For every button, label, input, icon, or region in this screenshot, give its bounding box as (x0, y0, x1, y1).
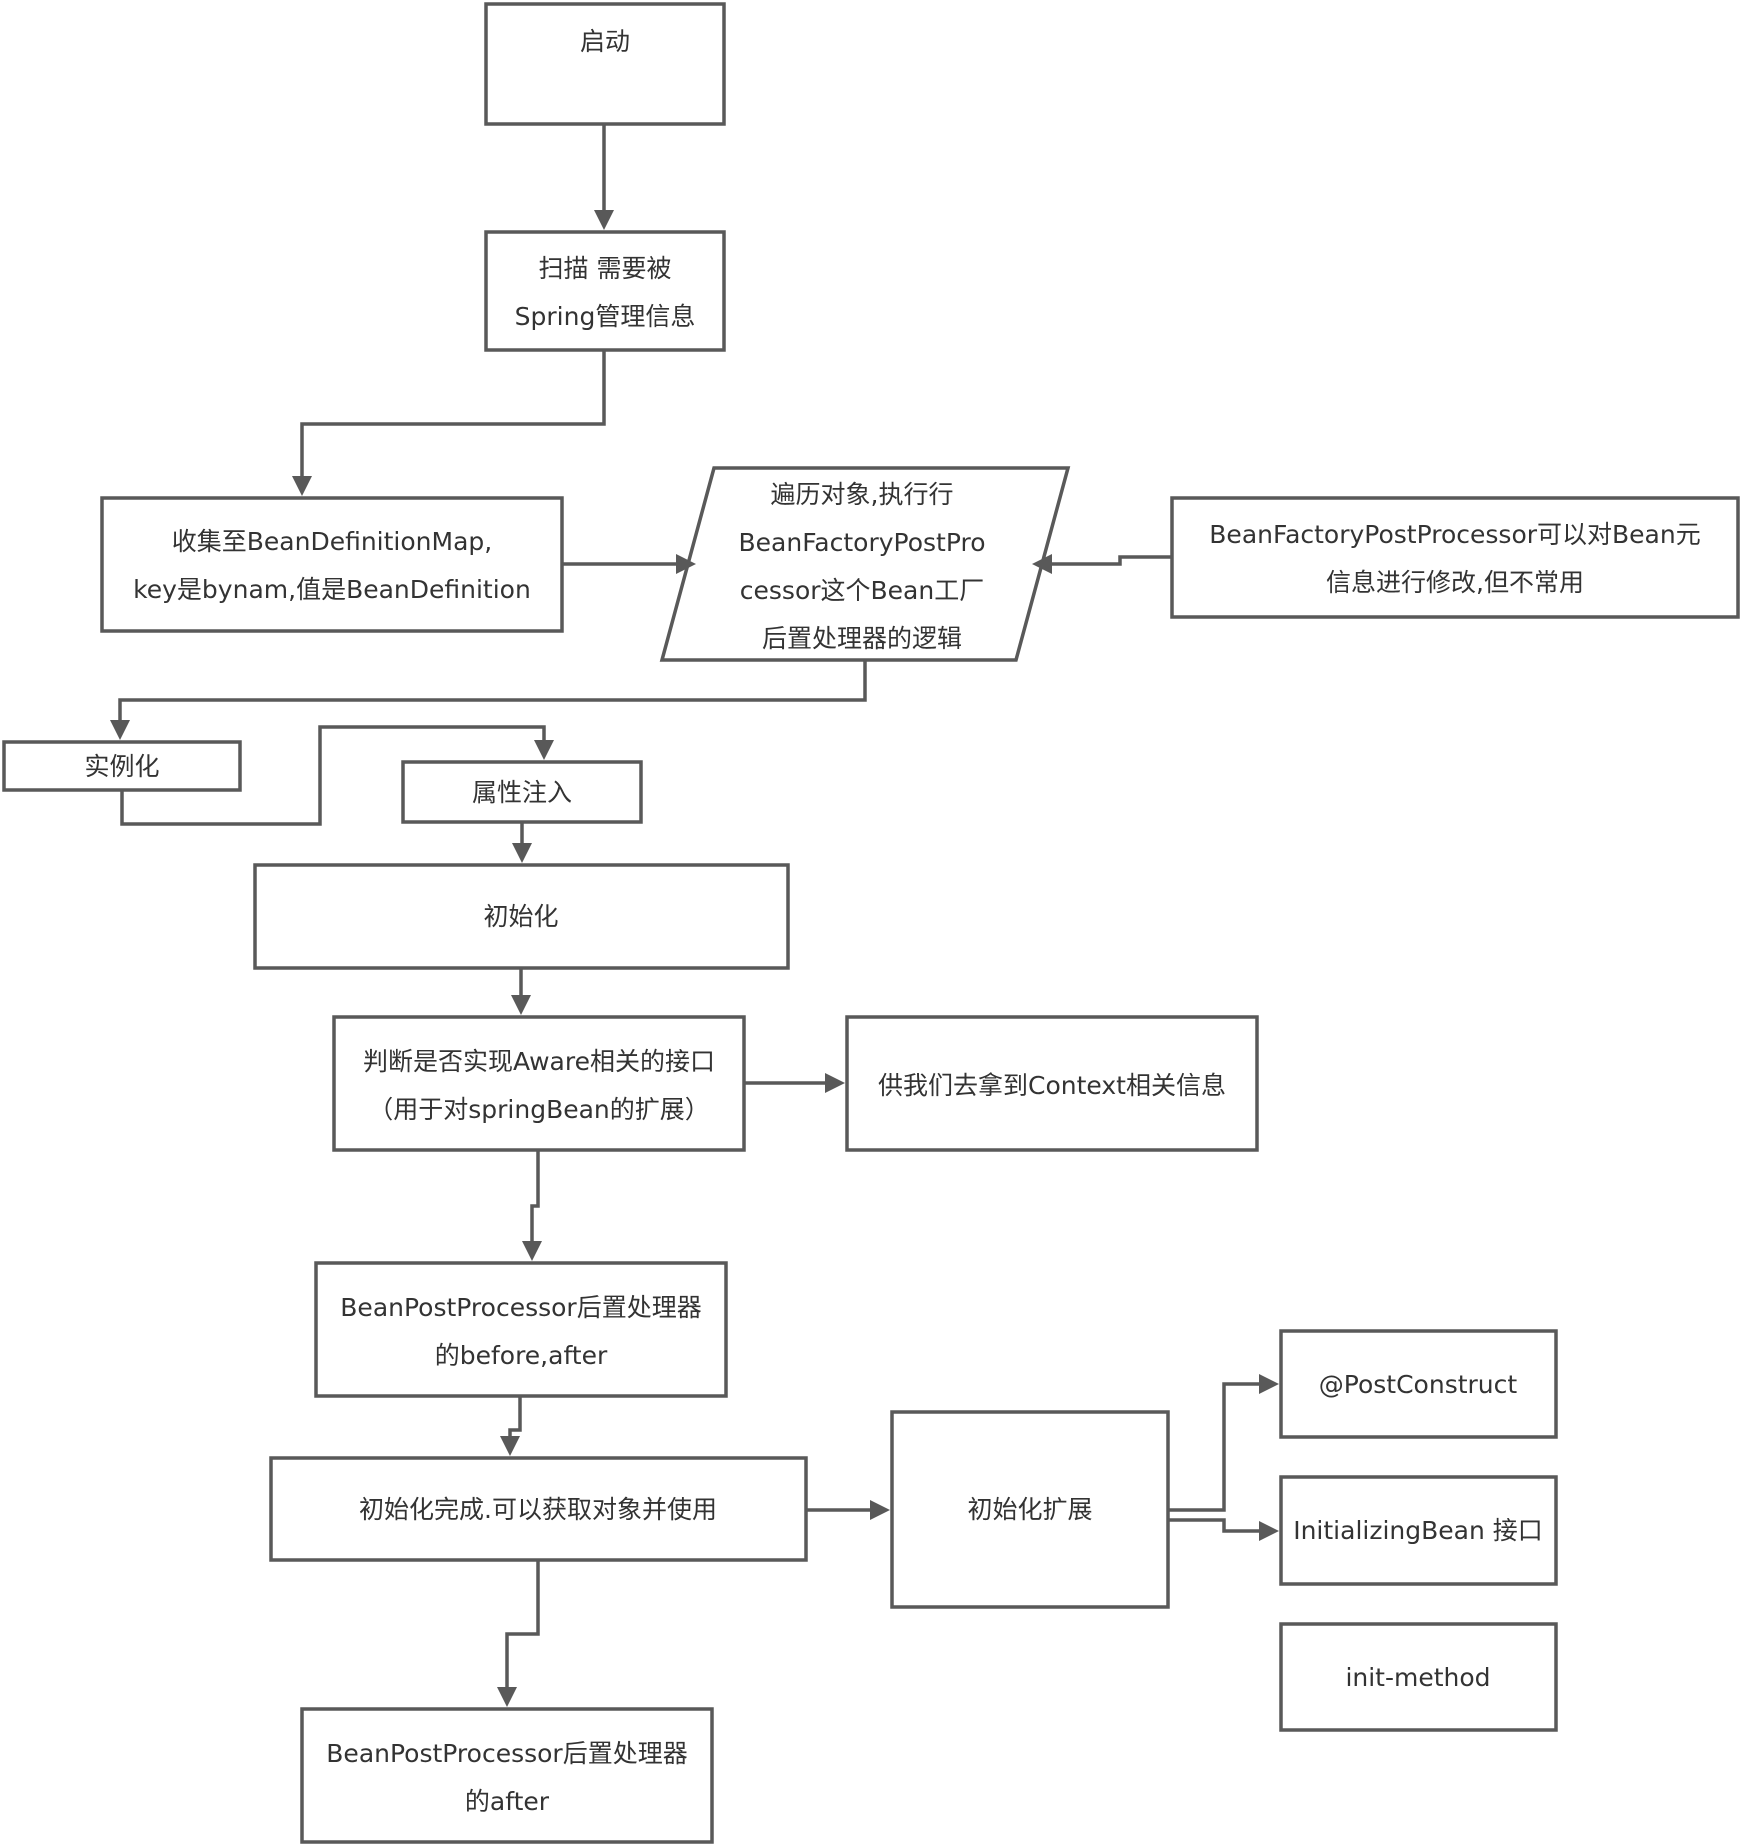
node-post-construct: @PostConstruct (1279, 1329, 1558, 1439)
node-start: 启动 (484, 2, 726, 126)
node-traverse-line-1: BeanFactoryPostPro (739, 528, 986, 557)
node-scan: 扫描 需要被 Spring管理信息 (484, 230, 726, 352)
node-bfpp-note: BeanFactoryPostProcessor可以对Bean元 信息进行修改,… (1170, 496, 1740, 619)
node-context-line-0: 供我们去拿到Context相关信息 (878, 1071, 1226, 1100)
edge-bfpp-note-to-traverse (1032, 554, 1172, 574)
node-traverse-line-3: 后置处理器的逻辑 (762, 624, 962, 653)
node-instantiate-line-0: 实例化 (84, 752, 159, 781)
node-bfpp-note-line-1: 信息进行修改,但不常用 (1326, 568, 1584, 597)
node-collect-line-0: 收集至BeanDefinitionMap, (172, 527, 492, 556)
node-bpp-after: BeanPostProcessor后置处理器 的after (300, 1707, 714, 1844)
node-traverse-line-0: 遍历对象,执行行 (771, 480, 954, 509)
node-collect: 收集至BeanDefinitionMap, key是bynam,值是BeanDe… (100, 496, 564, 633)
node-init-done: 初始化完成.可以获取对象并使用 (269, 1456, 808, 1562)
node-instantiate: 实例化 (2, 740, 242, 792)
node-bpp-after-line-0: BeanPostProcessor后置处理器 (326, 1739, 687, 1768)
edge-init-ext-to-initializing-bean (1168, 1518, 1279, 1541)
edge-instantiate-to-populate (120, 725, 554, 826)
node-aware: 判断是否实现Aware相关的接口 （用于对springBean的扩展） (332, 1015, 746, 1152)
node-initialize-line-0: 初始化 (483, 902, 558, 931)
node-bpp-before-after-line-1: 的before,after (435, 1341, 608, 1370)
node-init-ext-line-0: 初始化扩展 (967, 1495, 1092, 1524)
node-populate: 属性注入 (401, 760, 643, 824)
node-start-line-0: 启动 (580, 27, 630, 56)
edge-start-to-scan (594, 124, 614, 230)
edge-init-ext-to-post-construct (1168, 1374, 1279, 1512)
edge-initialize-to-aware (511, 968, 531, 1015)
node-scan-line-1: Spring管理信息 (515, 302, 696, 331)
node-traverse-line-2: cessor这个Bean工厂 (740, 576, 984, 605)
node-bpp-before-after-line-0: BeanPostProcessor后置处理器 (340, 1293, 701, 1322)
node-init-method: init-method (1279, 1622, 1558, 1732)
node-initializing-bean: InitializingBean 接口 (1279, 1475, 1558, 1586)
node-bpp-before-after: BeanPostProcessor后置处理器 的before,after (314, 1261, 728, 1398)
node-post-construct-line-0: @PostConstruct (1319, 1370, 1518, 1399)
node-initializing-bean-line-0: InitializingBean 接口 (1293, 1516, 1543, 1545)
edge-bpp-before-after-to-init-done (500, 1396, 522, 1456)
node-bfpp-note-line-0: BeanFactoryPostProcessor可以对Bean元 (1209, 520, 1700, 549)
node-populate-line-0: 属性注入 (472, 778, 572, 807)
node-initialize: 初始化 (253, 863, 790, 970)
edge-scan-to-collect (292, 350, 606, 496)
node-init-ext: 初始化扩展 (890, 1410, 1170, 1609)
node-aware-line-0: 判断是否实现Aware相关的接口 (363, 1047, 715, 1076)
edge-collect-to-traverse (562, 554, 696, 574)
edge-populate-to-initialize (512, 822, 532, 863)
edge-traverse-to-instantiate (110, 660, 867, 740)
node-scan-line-0: 扫描 需要被 (539, 254, 672, 283)
edge-aware-to-context (744, 1073, 845, 1093)
node-init-method-line-0: init-method (1345, 1663, 1490, 1692)
node-bpp-after-line-1: 的after (465, 1787, 550, 1816)
node-aware-line-1: （用于对springBean的扩展） (368, 1095, 710, 1124)
node-collect-line-1: key是bynam,值是BeanDefinition (133, 575, 531, 604)
node-context: 供我们去拿到Context相关信息 (845, 1015, 1259, 1152)
edge-aware-to-bpp-before-after (522, 1150, 542, 1261)
edge-init-done-to-bpp-after (497, 1560, 540, 1707)
node-init-done-line-0: 初始化完成.可以获取对象并使用 (359, 1495, 717, 1524)
edge-init-done-to-init-ext (806, 1500, 890, 1520)
node-traverse: 遍历对象,执行行 BeanFactoryPostPro cessor这个Bean… (659, 466, 1071, 662)
